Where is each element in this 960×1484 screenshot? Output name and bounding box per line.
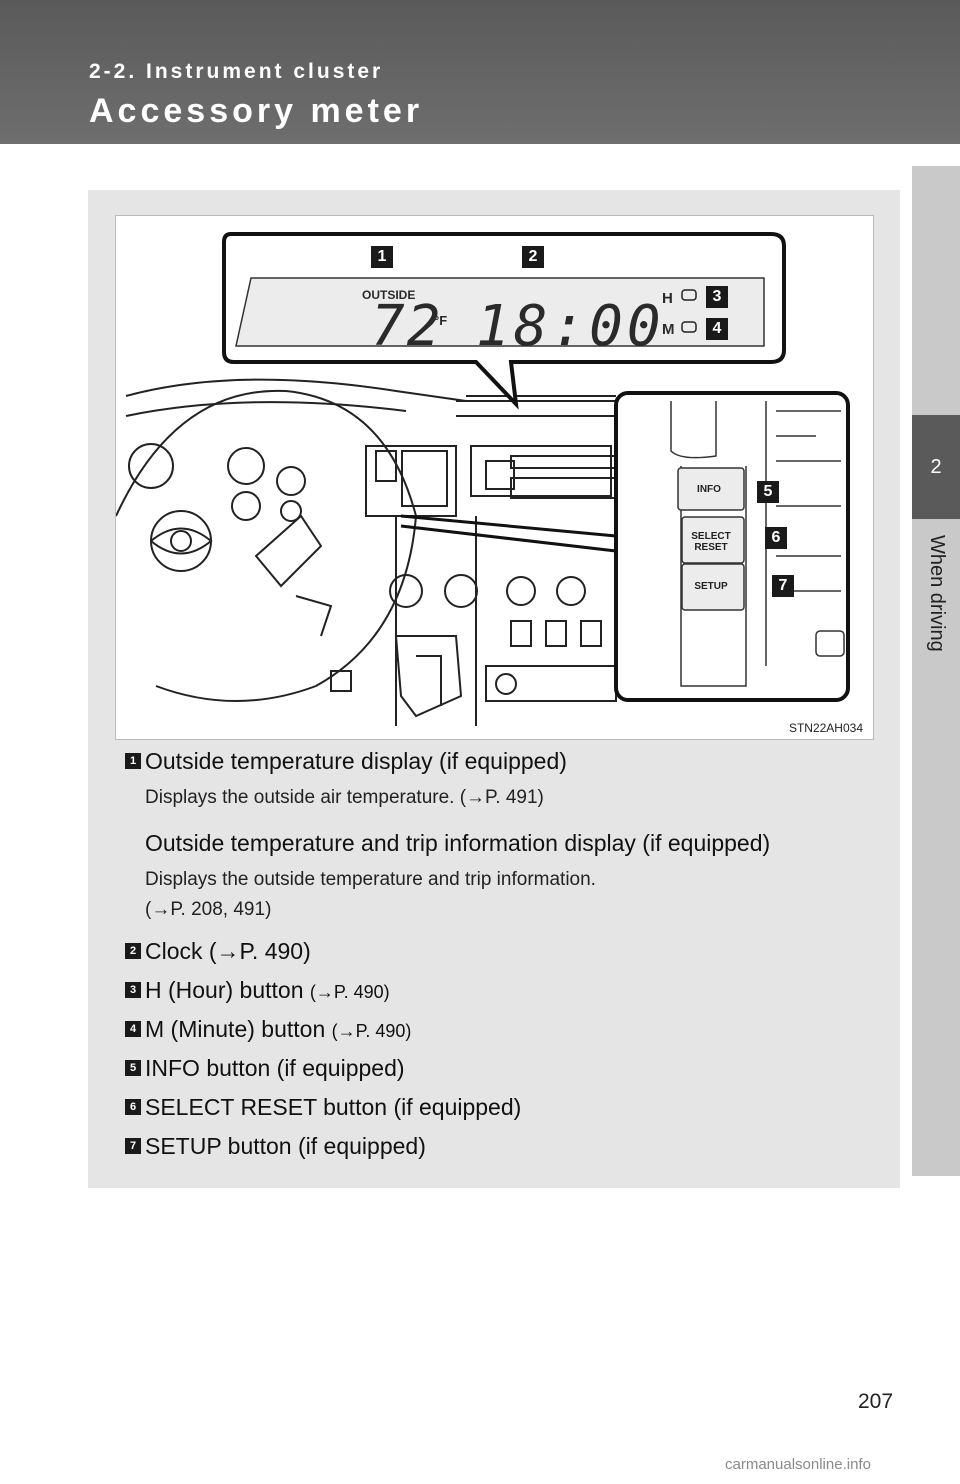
side-tab-label: When driving [926, 535, 948, 652]
callout-3: 3 [706, 286, 728, 308]
reset-button-label: RESET [694, 542, 728, 553]
callout-4: 4 [706, 318, 728, 340]
item-number: 5 [125, 1060, 141, 1076]
hour-button-label: H [662, 290, 673, 307]
side-tab [912, 166, 960, 1176]
callout-2: 2 [522, 246, 544, 268]
item-number: 7 [125, 1138, 141, 1154]
setup-button-label: SETUP [694, 581, 728, 592]
item-subtext: (→P. 208, 491) [145, 899, 272, 920]
callout-5: 5 [757, 481, 779, 503]
item-text: Outside temperature and trip information… [145, 830, 771, 856]
item-text: INFO button (if equipped) [145, 1055, 405, 1081]
dashboard-drawing [116, 232, 850, 726]
info-button-label: INFO [697, 484, 721, 495]
callout-1: 1 [371, 246, 393, 268]
item-text: Outside temperature display (if equipped… [145, 748, 567, 774]
callout-6: 6 [765, 527, 787, 549]
item-text: SELECT RESET button (if equipped) [145, 1094, 522, 1120]
page-title: Accessory meter [89, 92, 424, 130]
section-label: 2-2. Instrument cluster [89, 60, 384, 83]
select-button-label: SELECT [691, 531, 731, 542]
minute-button-label: M [662, 321, 675, 338]
item-number: 6 [125, 1099, 141, 1115]
item-text-wrap: M (Minute) button (→P. 490) [145, 1016, 411, 1043]
item-text-wrap: H (Hour) button (→P. 490) [145, 977, 390, 1004]
item-page-ref: (→P. 490) [331, 1021, 412, 1041]
display-outside-label: OUTSIDE [362, 288, 416, 302]
figure-code: STN22AH034 [788, 721, 863, 735]
watermark: carmanualsonline.info [725, 1456, 871, 1473]
item-number: 2 [125, 943, 141, 959]
item-text: M (Minute) button [145, 1016, 332, 1042]
dashboard-illustration: OUTSIDE 72 °F 18:00 H M INFO SELECT RESE… [115, 215, 874, 740]
side-tab-number[interactable]: 2 [912, 415, 960, 519]
page-header: 2-2. Instrument cluster Accessory meter [0, 0, 960, 144]
page-number: 207 [858, 1390, 894, 1413]
outside-temperature-readout: 72 [371, 294, 443, 359]
clock-readout: 18:00 [476, 294, 665, 359]
item-text: H (Hour) button [145, 977, 310, 1003]
callout-7: 7 [772, 575, 794, 597]
item-number: 4 [125, 1021, 141, 1037]
item-text: Clock (→P. 490) [145, 938, 311, 964]
item-subtext: Displays the outside temperature and tri… [145, 869, 596, 890]
temperature-unit: °F [434, 313, 448, 328]
item-number: 1 [125, 753, 141, 769]
item-page-ref: (→P. 490) [309, 982, 390, 1002]
item-text: SETUP button (if equipped) [145, 1133, 426, 1159]
item-subtext: Displays the outside air temperature. (→… [145, 787, 544, 808]
item-number: 3 [125, 982, 141, 998]
